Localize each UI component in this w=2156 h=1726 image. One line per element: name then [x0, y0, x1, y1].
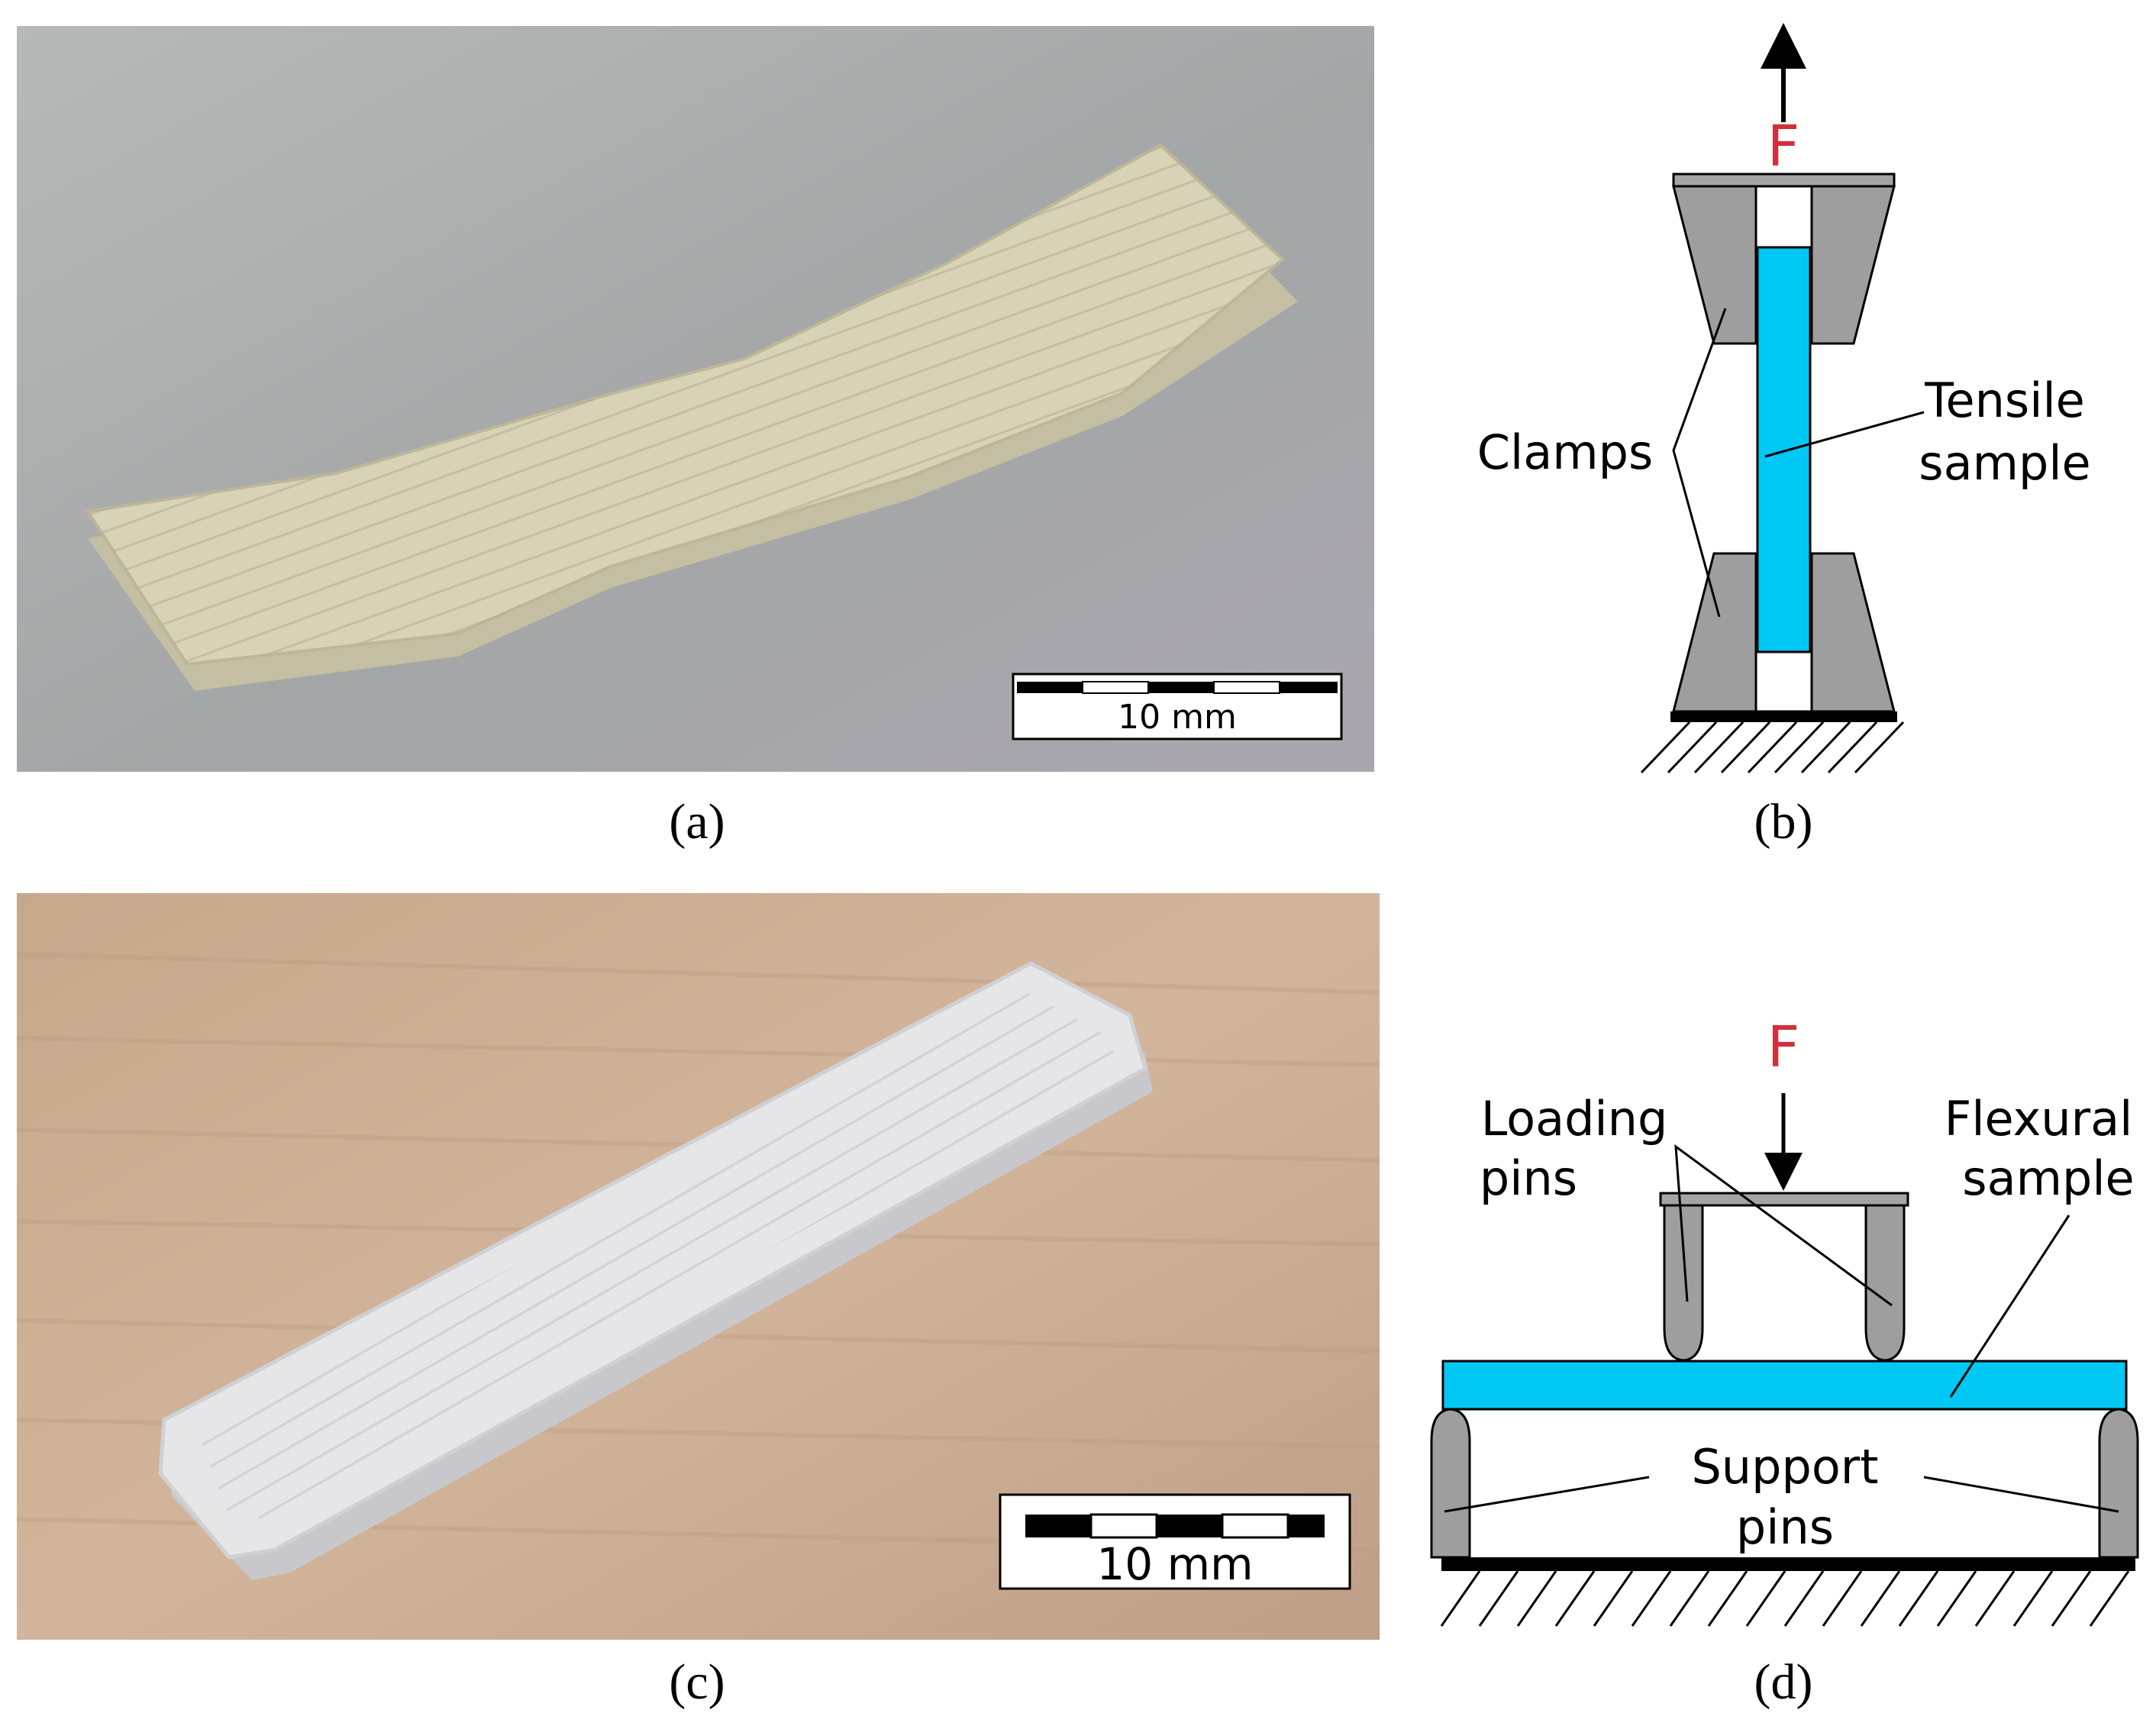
support-pin-left — [1430, 1408, 1471, 1559]
label-clamps: Clamps — [1477, 424, 1654, 480]
label-flexural-1: Flexural — [1945, 1091, 2133, 1147]
scale-bar-a-label: 10 mm — [1118, 698, 1237, 737]
top-clamp-left — [1672, 185, 1757, 345]
bottom-clamp-gap — [1754, 650, 1813, 713]
top-crosshead — [1672, 173, 1896, 188]
ground-base-b — [1670, 711, 1897, 722]
ground-base-d — [1441, 1557, 2135, 1571]
caption-a: (a) — [669, 794, 725, 850]
caption-d: (d) — [1754, 1654, 1813, 1710]
panel-c: 10 mm (c) — [16, 893, 1380, 1710]
leaders-d — [1444, 1144, 2119, 1513]
label-loading-1: Loading — [1481, 1091, 1668, 1147]
label-tensile-2: sample — [1919, 435, 2090, 491]
caption-b: (b) — [1754, 794, 1813, 850]
scale-bar-a: 10 mm — [1012, 673, 1343, 740]
support-pin-right — [2098, 1408, 2139, 1559]
leaders-b — [1672, 308, 1925, 618]
top-clamp-right — [1810, 185, 1896, 345]
top-clamp-gap — [1754, 185, 1813, 249]
ground-hatching-b — [1640, 721, 1905, 774]
tensile-sample — [1756, 246, 1812, 653]
loading-pin-right — [1864, 1204, 1906, 1362]
label-support-1: Support — [1691, 1439, 1878, 1495]
flexural-sample — [1441, 1360, 2128, 1411]
scale-bar-c-label: 10 mm — [1096, 1538, 1253, 1590]
caption-c: (c) — [669, 1654, 725, 1710]
flexural-specimen-photo — [158, 961, 1153, 1580]
bottom-clamp-right — [1810, 552, 1896, 713]
ground-hatching-d — [1440, 1570, 2130, 1627]
force-label-d: F — [1767, 1015, 1800, 1080]
label-flexural-2: sample — [1962, 1150, 2134, 1206]
label-tensile-1: Tensile — [1924, 373, 2085, 428]
label-loading-2: pins — [1480, 1150, 1577, 1206]
tensile-specimen-photo — [85, 143, 1298, 691]
panel-a: 10 mm (a) — [17, 26, 1374, 850]
label-support-2: pins — [1736, 1499, 1834, 1555]
loading-pin-left — [1663, 1204, 1704, 1362]
panel-b: F Clamps Tensi — [1477, 23, 2091, 850]
bottom-clamp-left — [1672, 552, 1757, 713]
loading-head — [1659, 1192, 1909, 1207]
force-label-b: F — [1767, 114, 1800, 179]
scale-bar-c: 10 mm — [999, 1493, 1351, 1590]
panel-d: F — [1430, 1015, 2139, 1710]
